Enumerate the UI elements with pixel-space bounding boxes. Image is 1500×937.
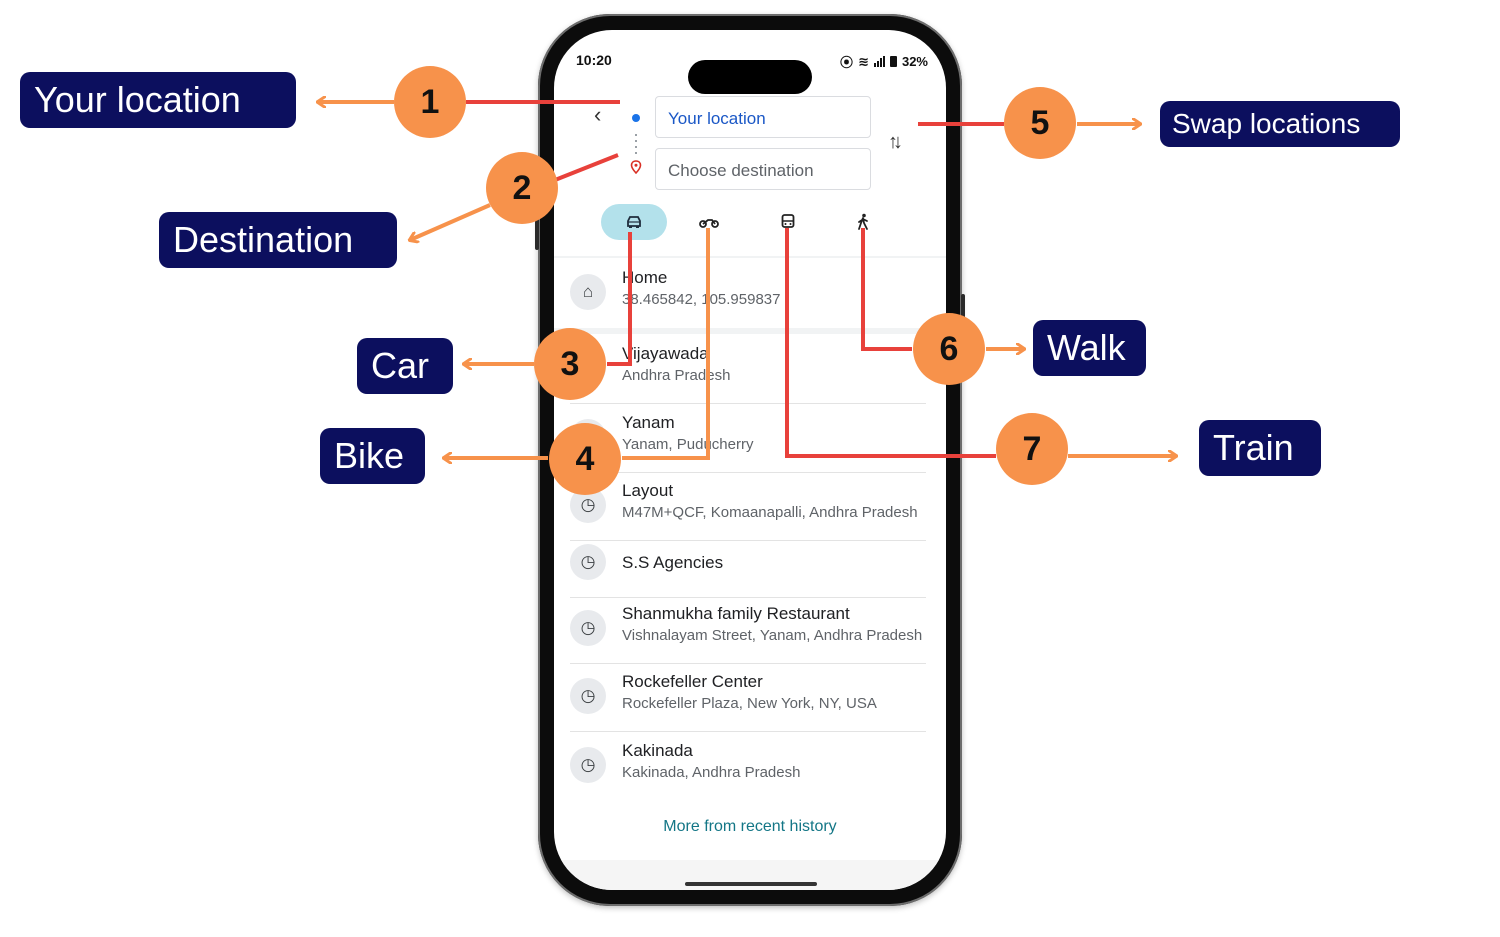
clock-icon: ◷ <box>570 544 606 580</box>
place-subtitle: Yanam, Puducherry <box>622 436 754 453</box>
mode-bike-tab[interactable] <box>690 204 728 240</box>
place-title: Shanmukha family Restaurant <box>622 604 850 623</box>
place-subtitle: Vishnalayam Street, Yanam, Andhra Prades… <box>622 627 923 644</box>
list-item[interactable]: ◷ Shanmukha family Restaurant Vishnalaya… <box>570 596 926 664</box>
label-car: Car <box>357 338 453 394</box>
connector-6 <box>861 228 912 351</box>
mode-walk-tab[interactable] <box>846 204 880 240</box>
connector-4 <box>622 228 710 460</box>
row-divider <box>570 663 926 664</box>
list-item[interactable]: ◷ Rockefeller Center Rockefeller Plaza, … <box>570 664 926 732</box>
signal-icon <box>873 56 885 67</box>
home-icon: ⌂ <box>570 274 606 310</box>
row-divider <box>570 597 926 598</box>
back-arrow-icon[interactable]: ‹ <box>594 102 602 127</box>
route-dots-icon <box>635 134 637 154</box>
label-train: Train <box>1199 420 1321 476</box>
dynamic-island <box>688 60 812 94</box>
modes-divider <box>554 256 946 258</box>
row-divider <box>570 472 926 473</box>
motorbike-icon <box>699 219 719 228</box>
callout-number-1: 1 <box>394 66 466 138</box>
place-subtitle: Kakinada, Andhra Pradesh <box>622 764 801 781</box>
connector-7 <box>785 228 996 458</box>
row-divider <box>570 403 926 404</box>
more-history-link[interactable]: More from recent history <box>663 818 837 835</box>
row-divider <box>570 731 926 732</box>
place-subtitle: M47M+QCF, Komaanapalli, Andhra Pradesh <box>622 504 918 521</box>
place-title: S.S Agencies <box>622 553 724 572</box>
section-divider <box>554 328 946 334</box>
place-title: Vijayawada <box>622 344 709 363</box>
destination-pin-icon <box>630 160 642 174</box>
list-item[interactable]: ◷ Kakinada Kakinada, Andhra Pradesh <box>570 733 926 801</box>
callout-number-2: 2 <box>486 152 558 224</box>
car-icon <box>627 216 641 228</box>
callout-number-4: 4 <box>549 423 621 495</box>
volume-down-button <box>535 214 539 250</box>
place-title: Home <box>622 268 668 287</box>
list-item[interactable]: ◷ S.S Agencies <box>570 530 926 598</box>
label-swap-locations: Swap locations <box>1160 101 1400 147</box>
place-title: Yanam <box>622 413 675 432</box>
origin-input[interactable]: Your location <box>655 96 871 138</box>
battery-icon <box>889 56 897 67</box>
row-divider <box>570 540 926 541</box>
arrow-2 <box>410 203 491 240</box>
place-title: Rockefeller Center <box>622 672 763 691</box>
label-your-location: Your location <box>20 72 296 128</box>
mode-car-tab[interactable] <box>601 204 667 240</box>
label-walk: Walk <box>1033 320 1146 376</box>
label-destination: Destination <box>159 212 397 268</box>
clock-icon: ◷ <box>570 610 606 646</box>
label-bike: Bike <box>320 428 425 484</box>
callout-number-6: 6 <box>913 313 985 385</box>
clock-icon: ◷ <box>570 747 606 783</box>
place-subtitle: Rockefeller Plaza, New York, NY, USA <box>622 695 877 712</box>
status-icons: ⦿ ≋ 32% <box>840 52 928 71</box>
walk-icon <box>858 213 868 230</box>
place-title: Kakinada <box>622 741 693 760</box>
connector-3 <box>607 232 632 366</box>
train-icon <box>781 214 795 228</box>
callout-number-5: 5 <box>1004 87 1076 159</box>
mode-transit-tab[interactable] <box>770 204 806 240</box>
callout-number-3: 3 <box>534 328 606 400</box>
list-item[interactable]: ◷ Layout M47M+QCF, Komaanapalli, Andhra … <box>570 473 926 541</box>
location-status-icon: ⦿ <box>840 55 854 70</box>
connector-2 <box>554 153 619 182</box>
destination-input[interactable]: Choose destination <box>655 148 871 190</box>
wifi-icon: ≋ <box>858 53 869 69</box>
battery-percent: 32% <box>901 54 928 69</box>
place-subtitle: Andhra Pradesh <box>622 367 731 384</box>
home-indicator[interactable] <box>685 882 817 886</box>
place-title: Layout <box>622 481 674 500</box>
clock-icon: ◷ <box>570 678 606 714</box>
place-subtitle: 38.465842, 105.959837 <box>622 291 781 308</box>
list-item-home[interactable]: ⌂ Home 38.465842, 105.959837 <box>570 260 926 328</box>
status-time: 10:20 <box>576 52 612 68</box>
origin-dot-icon <box>632 114 640 122</box>
callout-number-7: 7 <box>996 413 1068 485</box>
